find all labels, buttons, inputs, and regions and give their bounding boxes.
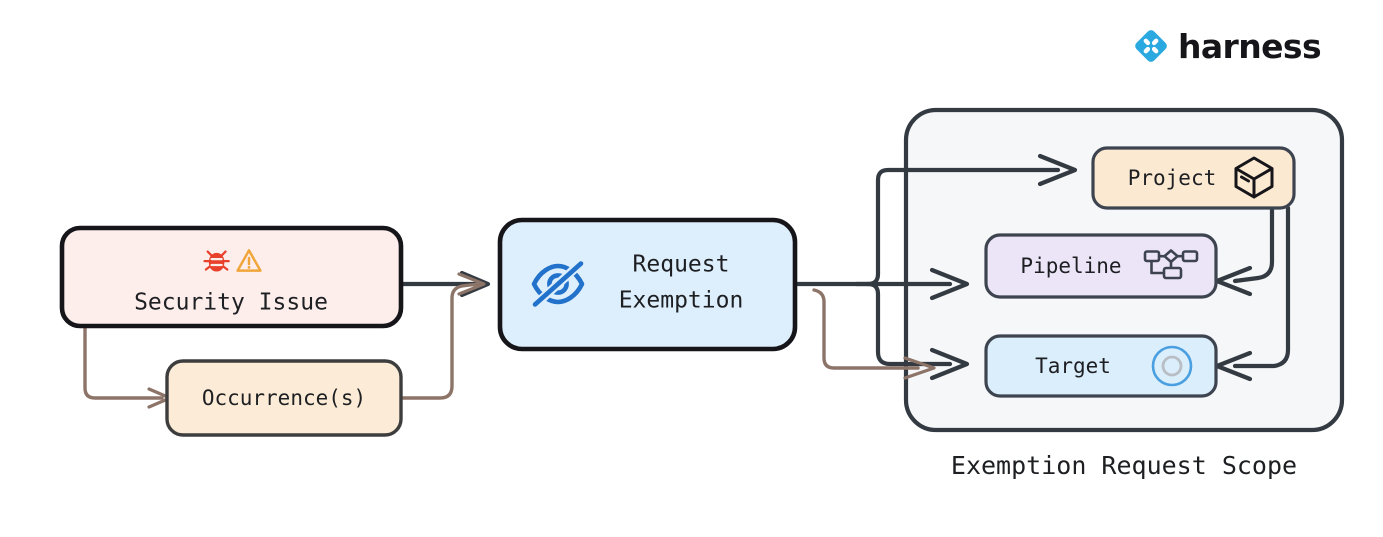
box-cube-icon	[1234, 156, 1274, 199]
arrowhead-pipeline-left	[929, 267, 970, 301]
eye-off-icon	[529, 257, 587, 311]
arrowhead-project-left	[1037, 153, 1078, 187]
edge-security-issue-to-occurrences	[83, 324, 164, 400]
security-issue-label: Security Issue	[134, 290, 328, 316]
pipeline-label: Pipeline	[1020, 254, 1121, 278]
pipeline-nodes-icon	[1143, 249, 1199, 280]
harness-logo: harness	[1133, 26, 1322, 66]
target-rings-icon	[1151, 345, 1193, 387]
node-project[interactable]: Project	[1091, 146, 1296, 210]
occurrences-label: Occurrence(s)	[202, 386, 366, 410]
arrowhead-request-exemption-left-brown	[457, 272, 486, 296]
harness-diamond-logo-icon	[1135, 30, 1167, 62]
node-occurrences[interactable]: Occurrence(s)	[165, 359, 403, 437]
scope-caption: Exemption Request Scope	[951, 451, 1297, 480]
project-label: Project	[1128, 166, 1217, 190]
occurrences-box	[165, 359, 403, 437]
edge-occurrences-to-request-exemption	[399, 282, 480, 400]
harness-wordmark: harness	[1178, 26, 1322, 66]
node-security-issue[interactable]: Security Issue	[59, 225, 404, 329]
edge-occurrences-to-target	[812, 288, 920, 370]
arrowhead-target-left-dark	[929, 347, 970, 381]
security-issue-box	[59, 225, 404, 329]
node-request-exemption[interactable]: Request Exemption	[497, 217, 798, 352]
request-exemption-label-line1: Request	[633, 252, 730, 278]
edge-project-to-pipeline	[1232, 205, 1275, 284]
target-label: Target	[1035, 354, 1111, 378]
node-target[interactable]: Target	[984, 334, 1218, 398]
edge-request-exemption-to-target	[865, 281, 953, 367]
arrowhead-request-exemption-left-dark	[459, 270, 491, 298]
node-pipeline[interactable]: Pipeline	[984, 233, 1218, 299]
warning-triangle-icon	[236, 249, 262, 272]
request-exemption-label-line2: Exemption	[619, 288, 744, 314]
request-exemption-box	[497, 217, 798, 352]
bug-icon	[203, 250, 230, 272]
edge-project-to-target	[1232, 205, 1291, 369]
arrowhead-target-left-brown	[903, 356, 936, 380]
